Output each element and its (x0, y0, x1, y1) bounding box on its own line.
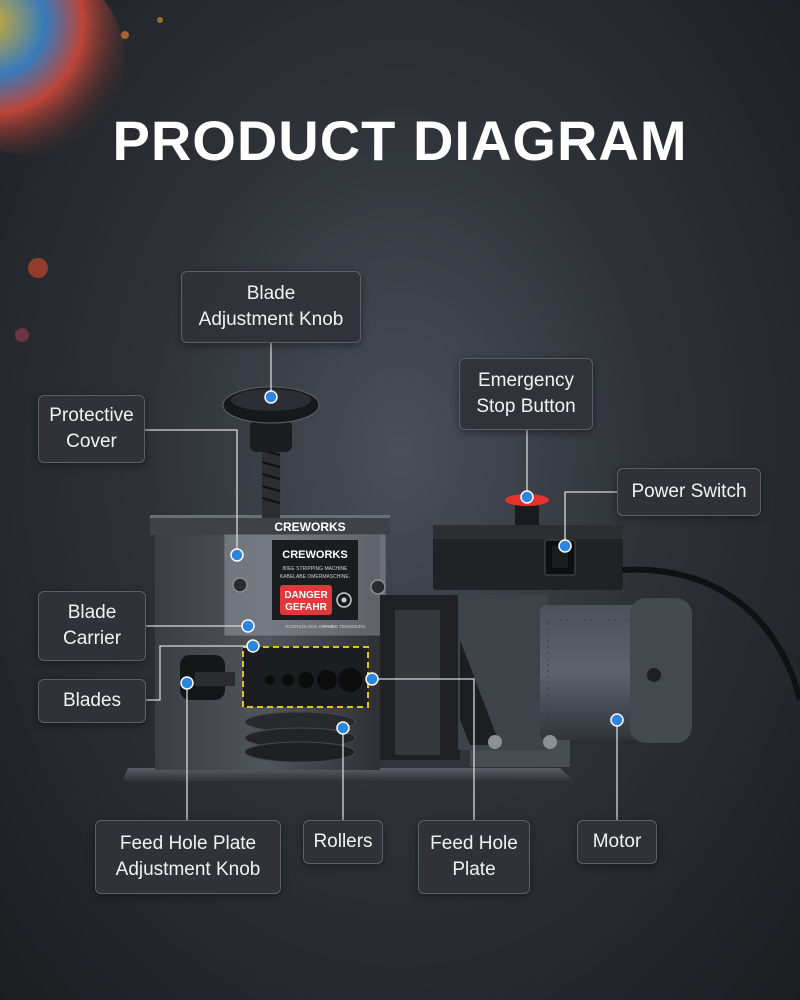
switch-box (433, 525, 623, 590)
marker-motor (610, 713, 624, 727)
feed-hole-plate-graphic (242, 646, 369, 708)
marker-protective-cover (230, 548, 244, 562)
bokeh-dot (157, 17, 163, 23)
feed-plate-knob-graphic (180, 655, 235, 700)
leader-protective-cover (145, 429, 238, 555)
marker-emergency-stop (520, 490, 534, 504)
panel-subtitle: KABELABE OMERMASCHINE. (280, 574, 350, 580)
gefahr-text: GEFAHR (285, 602, 327, 613)
bokeh-dot (15, 328, 29, 342)
label-protective-cover: Protective Cover (38, 395, 145, 463)
label-power-switch: Power Switch (617, 468, 761, 516)
panel-footer: HOORSOLOOK GAFAR (285, 624, 335, 629)
marker-blade-carrier (241, 619, 255, 633)
label-feed-hole-plate: Feed Hole Plate (418, 820, 530, 894)
label-blade-adjustment-knob: Blade Adjustment Knob (181, 271, 361, 343)
leader-lines (145, 343, 618, 820)
wire-bundle-decoration (0, 0, 125, 155)
power-cord (621, 566, 800, 701)
marker-blade-adjustment-knob (264, 390, 278, 404)
label-emergency-stop-button: Emergency Stop Button (459, 358, 593, 430)
marker-power-switch (558, 539, 572, 553)
label-rollers: Rollers (303, 820, 383, 864)
panel-brand: CREWORKS (282, 549, 347, 561)
danger-sticker (280, 585, 332, 615)
marker-feed-plate-knob (180, 676, 194, 690)
blade-knob-graphic (222, 386, 320, 518)
marker-blades (246, 639, 260, 653)
marker-feed-hole-plate (365, 672, 379, 686)
protective-cover-panel: CREWORKS 80EE STRIPPING MACHINE KABELABE… (224, 534, 386, 636)
gear-icon (336, 592, 352, 608)
cover-screw (370, 579, 386, 595)
leader-feed-hole-plate (372, 678, 475, 820)
cover-screw (232, 577, 248, 593)
leader-blades (146, 645, 253, 701)
label-feed-hole-plate-adjustment-knob: Feed Hole Plate Adjustment Knob (95, 820, 281, 894)
label-motor: Motor (577, 820, 657, 864)
marker-rollers (336, 721, 350, 735)
bokeh-dot (28, 258, 48, 278)
label-blade-carrier: Blade Carrier (38, 591, 146, 661)
leader-power-switch (564, 491, 617, 546)
panel-footer: HANGE TEMNODEN (322, 624, 365, 629)
motor-graphic (458, 595, 692, 750)
gearbox-plate (395, 610, 440, 755)
panel-subtitle: 80EE STRIPPING MACHINE (282, 566, 348, 572)
bokeh-dot (121, 31, 129, 39)
page-title: PRODUCT DIAGRAM (112, 109, 688, 172)
danger-text: DANGER (284, 590, 328, 601)
rollers-graphic (244, 711, 356, 763)
label-blades: Blades (38, 679, 146, 723)
brand-top-label: CREWORKS (274, 520, 345, 534)
